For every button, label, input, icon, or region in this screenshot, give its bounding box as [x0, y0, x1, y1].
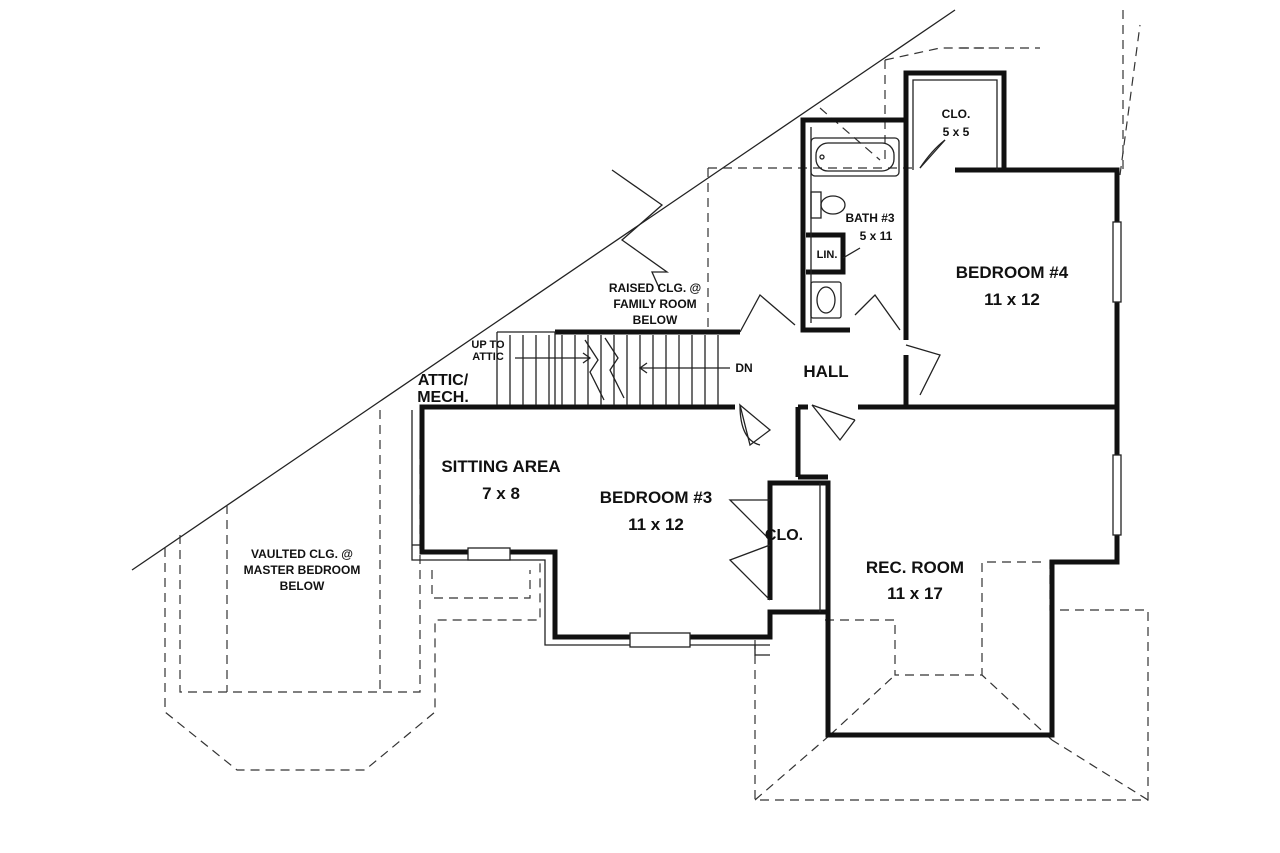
- stair-dn-label: DN: [735, 361, 752, 375]
- roof-outline: [131, 9, 1149, 801]
- bath-fixtures: [810, 137, 900, 319]
- rec-room-size: 11 x 17: [887, 584, 943, 603]
- raised-note-line2: FAMILY ROOM: [613, 297, 696, 311]
- closet-mid-name: CLO.: [765, 527, 803, 544]
- closet-top-name: CLO.: [942, 107, 971, 121]
- sitting-name: SITTING AREA: [441, 457, 560, 476]
- doors: [728, 139, 946, 601]
- closet-top-size: 5 x 5: [943, 125, 970, 139]
- windows: [467, 221, 1122, 648]
- bedroom4-size: 11 x 12: [984, 290, 1040, 309]
- up-attic-line2: ATTIC: [472, 351, 504, 363]
- raised-note-line3: BELOW: [633, 313, 678, 327]
- attic-line1: ATTIC/: [418, 372, 469, 389]
- bedroom4-name: BEDROOM #4: [956, 263, 1069, 282]
- bath3-size: 5 x 11: [860, 229, 893, 243]
- bedroom3-name: BEDROOM #3: [600, 488, 712, 507]
- vaulted-note-line2: MASTER BEDROOM: [244, 563, 361, 577]
- attic-line2: MECH.: [417, 389, 469, 406]
- bedroom3-size: 11 x 12: [628, 515, 684, 534]
- linen-name: LIN.: [817, 249, 838, 261]
- up-attic-line1: UP TO: [471, 339, 505, 351]
- vaulted-note-line1: VAULTED CLG. @: [251, 547, 353, 561]
- labels: BEDROOM #4 11 x 12 BEDROOM #3 11 x 12 SI…: [244, 107, 1069, 603]
- stairs: [496, 331, 730, 405]
- rec-room-name: REC. ROOM: [866, 558, 964, 577]
- hall-name: HALL: [803, 362, 848, 381]
- sitting-size: 7 x 8: [482, 484, 520, 503]
- break-mark: [611, 169, 670, 291]
- bath3-name: BATH #3: [845, 211, 894, 225]
- raised-note-line1: RAISED CLG. @: [609, 281, 701, 295]
- vaulted-note-line3: BELOW: [280, 579, 325, 593]
- walls: [419, 70, 1120, 738]
